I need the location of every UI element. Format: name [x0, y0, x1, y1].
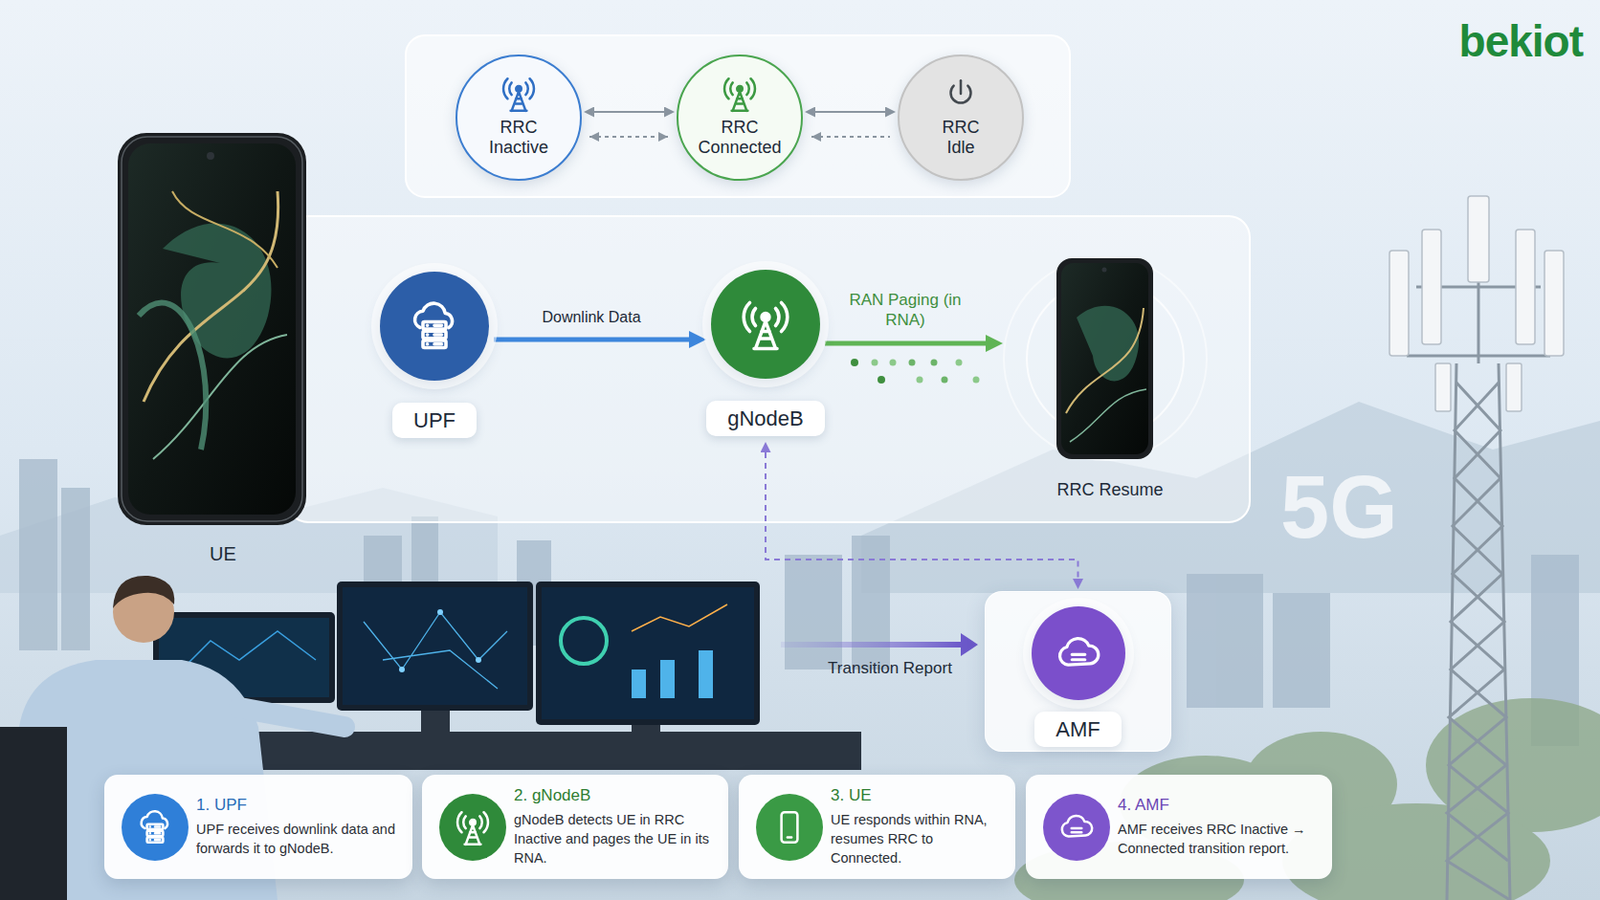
function-circle [1031, 606, 1126, 701]
edge-label: Downlink Data [541, 309, 641, 327]
state-name: RRC Inactive [470, 117, 567, 157]
phone-caption: RRC Resume [1004, 480, 1216, 502]
card-text: 1. UPF UPF receives downlink data and for… [196, 775, 401, 880]
state-circle: RRC Connected [676, 54, 803, 181]
transition-arrow [780, 633, 978, 657]
connector-arrow [824, 341, 986, 347]
cloud-icon [1056, 807, 1097, 848]
card-text: 4. AMF AMF receives RRC Inactive → Connec… [1117, 775, 1321, 880]
state-circle: RRC Idle [897, 54, 1024, 181]
state-name: RRC Idle [930, 117, 992, 157]
trees [1014, 698, 1600, 900]
connector-arrow [765, 452, 1079, 579]
name-pill: AMF [1034, 711, 1121, 748]
tower-icon [736, 295, 795, 354]
network-function: gNodeB [708, 269, 823, 441]
middle-panel [287, 216, 1250, 523]
step-card: 4. AMF AMF receives RRC Inactive → Connec… [1025, 775, 1333, 880]
step-card: 1. UPF UPF receives downlink data and for… [104, 775, 413, 880]
card-title: 2. gNodeB [513, 786, 717, 806]
state-circle: RRC Inactive [455, 54, 582, 181]
power-icon [940, 73, 981, 114]
name-pill: gNodeB [706, 400, 825, 437]
amf-card: AMF [984, 591, 1172, 753]
paging-dots [850, 358, 980, 384]
card-icon [755, 794, 823, 862]
phone-icon [769, 807, 810, 848]
tower-icon [452, 807, 493, 848]
card-title: 3. UE [830, 786, 1004, 806]
card-text: 2. gNodeB gNodeB detects UE in RRC Inacti… [513, 775, 717, 880]
network-function: UPF [377, 271, 492, 443]
transition-label: Transition Report [827, 659, 953, 679]
connector-arrow [493, 337, 689, 343]
cell-tower [1406, 200, 1551, 900]
top-panel [405, 35, 1070, 198]
ue-label: UE [209, 543, 237, 566]
edge-label: RAN Paging (in RNA) [843, 289, 968, 332]
cloud-icon [1052, 627, 1105, 680]
tower-icon [498, 73, 539, 114]
connector-arrow [815, 111, 886, 113]
phone-node: RRC Resume [1004, 250, 1216, 510]
name-pill: UPF [392, 402, 477, 439]
state-name: RRC Connected [691, 117, 788, 157]
card-icon [121, 794, 189, 862]
card-icon [439, 794, 507, 862]
card-title: 1. UPF [196, 796, 401, 816]
card-icon [1043, 794, 1111, 862]
card-body: UE responds within RNA, resumes RRC to C… [830, 810, 1004, 868]
server-icon [405, 297, 464, 356]
function-circle [711, 269, 821, 379]
antenna-panels [1389, 196, 1564, 412]
card-body: UPF receives downlink data and forwards … [196, 820, 401, 859]
resume-phone [1004, 250, 1216, 481]
server-icon [134, 807, 176, 848]
ue-phone [117, 133, 307, 526]
tower-icon [719, 73, 760, 114]
function-circle [379, 271, 489, 381]
card-text: 3. UE UE responds within RNA, resumes RRC… [830, 775, 1004, 880]
card-title: 4. AMF [1117, 796, 1321, 816]
connector-arrow [594, 111, 665, 113]
card-body: AMF receives RRC Inactive → Connected tr… [1117, 820, 1321, 859]
step-card: 3. UE UE responds within RNA, resumes RRC… [738, 775, 1016, 880]
brand-logo: bekiot [1459, 15, 1583, 67]
step-card: 2. gNodeB gNodeB detects UE in RRC Inacti… [422, 775, 729, 880]
5g-watermark: 5G [1280, 457, 1399, 558]
card-body: gNodeB detects UE in RRC Inactive and pa… [513, 810, 717, 868]
